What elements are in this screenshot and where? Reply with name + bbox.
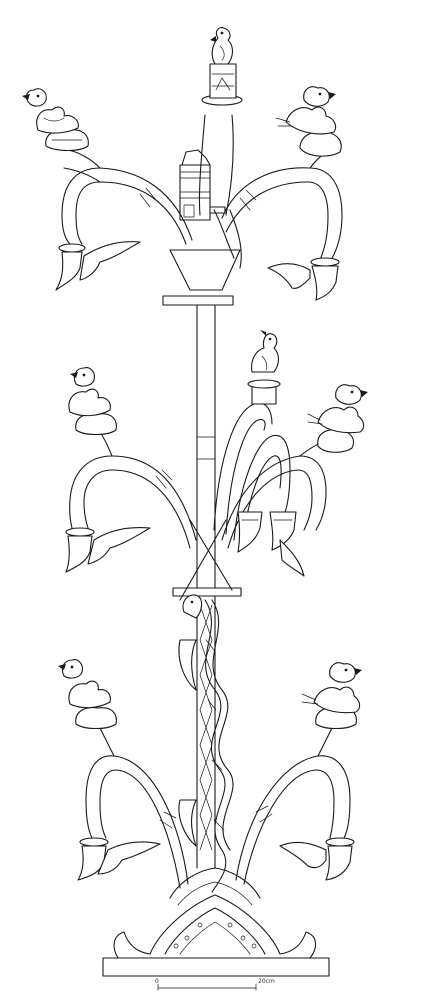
lower-left-branch [75, 707, 189, 889]
lower-right-branch [235, 707, 357, 885]
bird-top [210, 27, 234, 65]
bird-upper-left [22, 88, 79, 134]
bird-middle-left [68, 367, 111, 417]
central-vase [179, 149, 242, 269]
scale-start-label: 0 [155, 978, 159, 985]
middle-center-branches [213, 379, 305, 577]
middle-left-branch [65, 413, 197, 573]
scale-bar: 0 20cm [155, 978, 275, 991]
trunk [162, 206, 242, 869]
upper-right-branch [221, 131, 343, 301]
bird-middle-right [307, 384, 368, 434]
bird-upper-right [275, 86, 337, 135]
bird-lower-left [58, 659, 111, 709]
upper-left-branch [45, 129, 193, 291]
bird-middle-center [251, 330, 280, 373]
tree-base [102, 867, 330, 977]
top-branch [198, 63, 243, 216]
scale-end-label: 20cm [258, 978, 275, 985]
dragon-on-trunk [178, 594, 234, 893]
bird-lower-right [301, 662, 362, 714]
